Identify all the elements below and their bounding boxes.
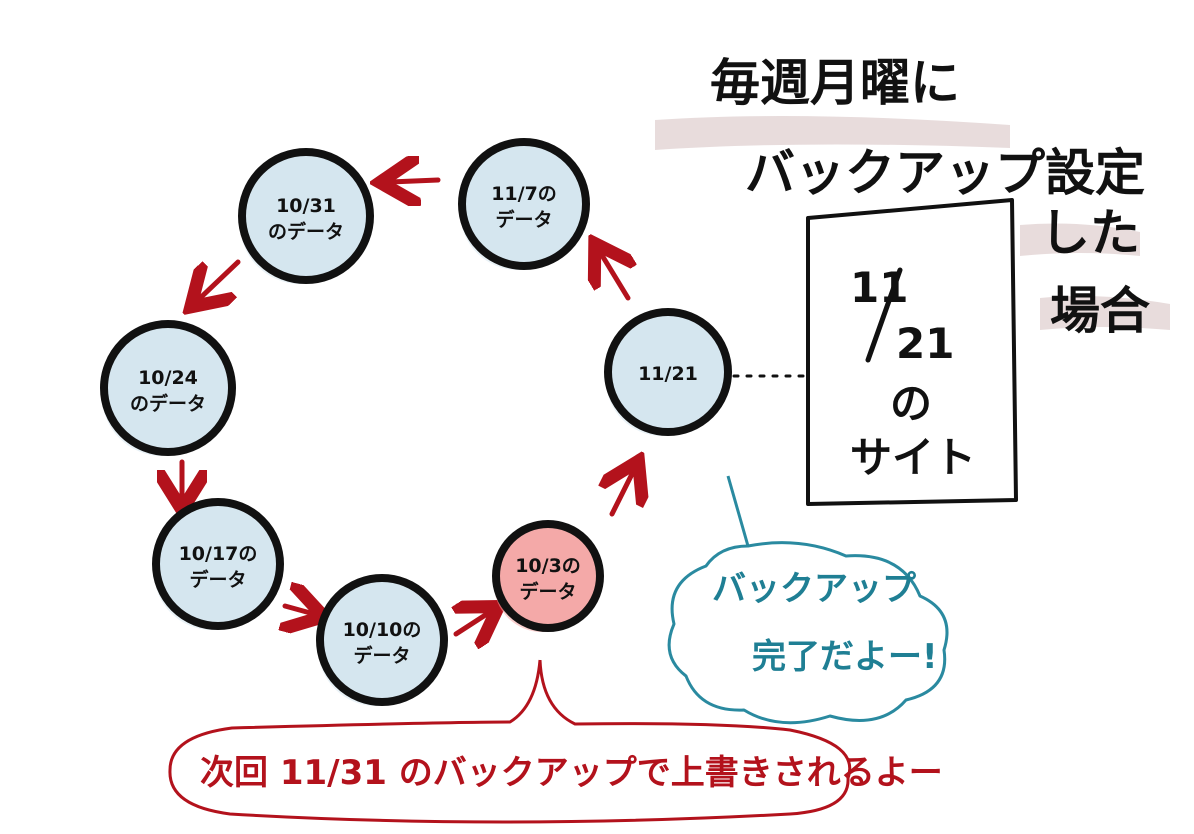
title-line-1: 毎週月曜に	[710, 54, 960, 112]
title-highlights	[655, 116, 1170, 330]
site-label-line-1: の	[890, 379, 932, 428]
speech-line-1: バックアップ	[712, 569, 916, 609]
node-label-line-2: データ	[519, 580, 576, 603]
node-circle	[604, 308, 732, 436]
title-line-4: 場合	[1050, 282, 1150, 340]
node-label-line-1: 10/24	[138, 367, 198, 389]
arrow-1107-to-1031	[390, 180, 441, 182]
arrow-1003-to-1121	[612, 470, 634, 517]
node-label-line-1: 10/17の	[179, 543, 258, 565]
speech-line-2: 完了だよー!	[752, 637, 938, 677]
node-label-line-1: 11/21	[638, 363, 698, 385]
node-label-line-2: のデータ	[268, 220, 344, 243]
arrow-1017-to-1010	[285, 606, 314, 614]
node-1024: 10/24 のデータ	[100, 320, 236, 456]
note-text: 次回 11/31 のバックアップで上書きされるよー	[200, 753, 943, 793]
title: 毎週月曜に バックアップ設定 した 場合	[710, 54, 1150, 340]
node-circle	[458, 138, 590, 270]
speech-bubble: バックアップ 完了だよー!	[667, 475, 949, 725]
node-label-line-1: 10/3の	[515, 555, 581, 577]
site-date-slash	[865, 267, 903, 363]
node-1031: 10/31 のデータ	[238, 148, 374, 284]
node-circle	[238, 148, 374, 284]
node-circle	[492, 520, 604, 632]
arrow-1010-to-1003	[456, 612, 490, 634]
node-label-line-2: のデータ	[130, 392, 206, 415]
node-label-line-1: 10/31	[276, 195, 336, 217]
node-label-line-2: データ	[495, 208, 552, 231]
cycle-nodes: 10/17のデータ10/10のデータ10/3のデータ11/2111/7のデータ1…	[100, 138, 732, 706]
node-label-line-2: データ	[353, 644, 410, 667]
site-box: 11 21 の サイト	[806, 198, 1018, 506]
node-label-line-1: 10/10の	[343, 619, 422, 641]
arrow-1031-to-1024	[198, 259, 241, 300]
cycle-arrows	[182, 180, 634, 634]
node-label-line-1: 11/7の	[491, 183, 557, 205]
arrow-1121-to-1107	[600, 252, 628, 301]
title-line-2: バックアップ設定	[745, 144, 1145, 202]
node-1121: 11/21	[604, 308, 732, 436]
node-circle	[100, 320, 236, 456]
site-date-bottom: 21	[896, 319, 954, 368]
node-circle	[316, 574, 448, 706]
site-label-line-2: サイト	[850, 433, 976, 482]
note-bubble: 次回 11/31 のバックアップで上書きされるよー	[168, 659, 943, 824]
node-circle	[152, 498, 284, 630]
title-line-3: した	[1040, 204, 1140, 262]
node-label-line-2: データ	[189, 568, 246, 591]
